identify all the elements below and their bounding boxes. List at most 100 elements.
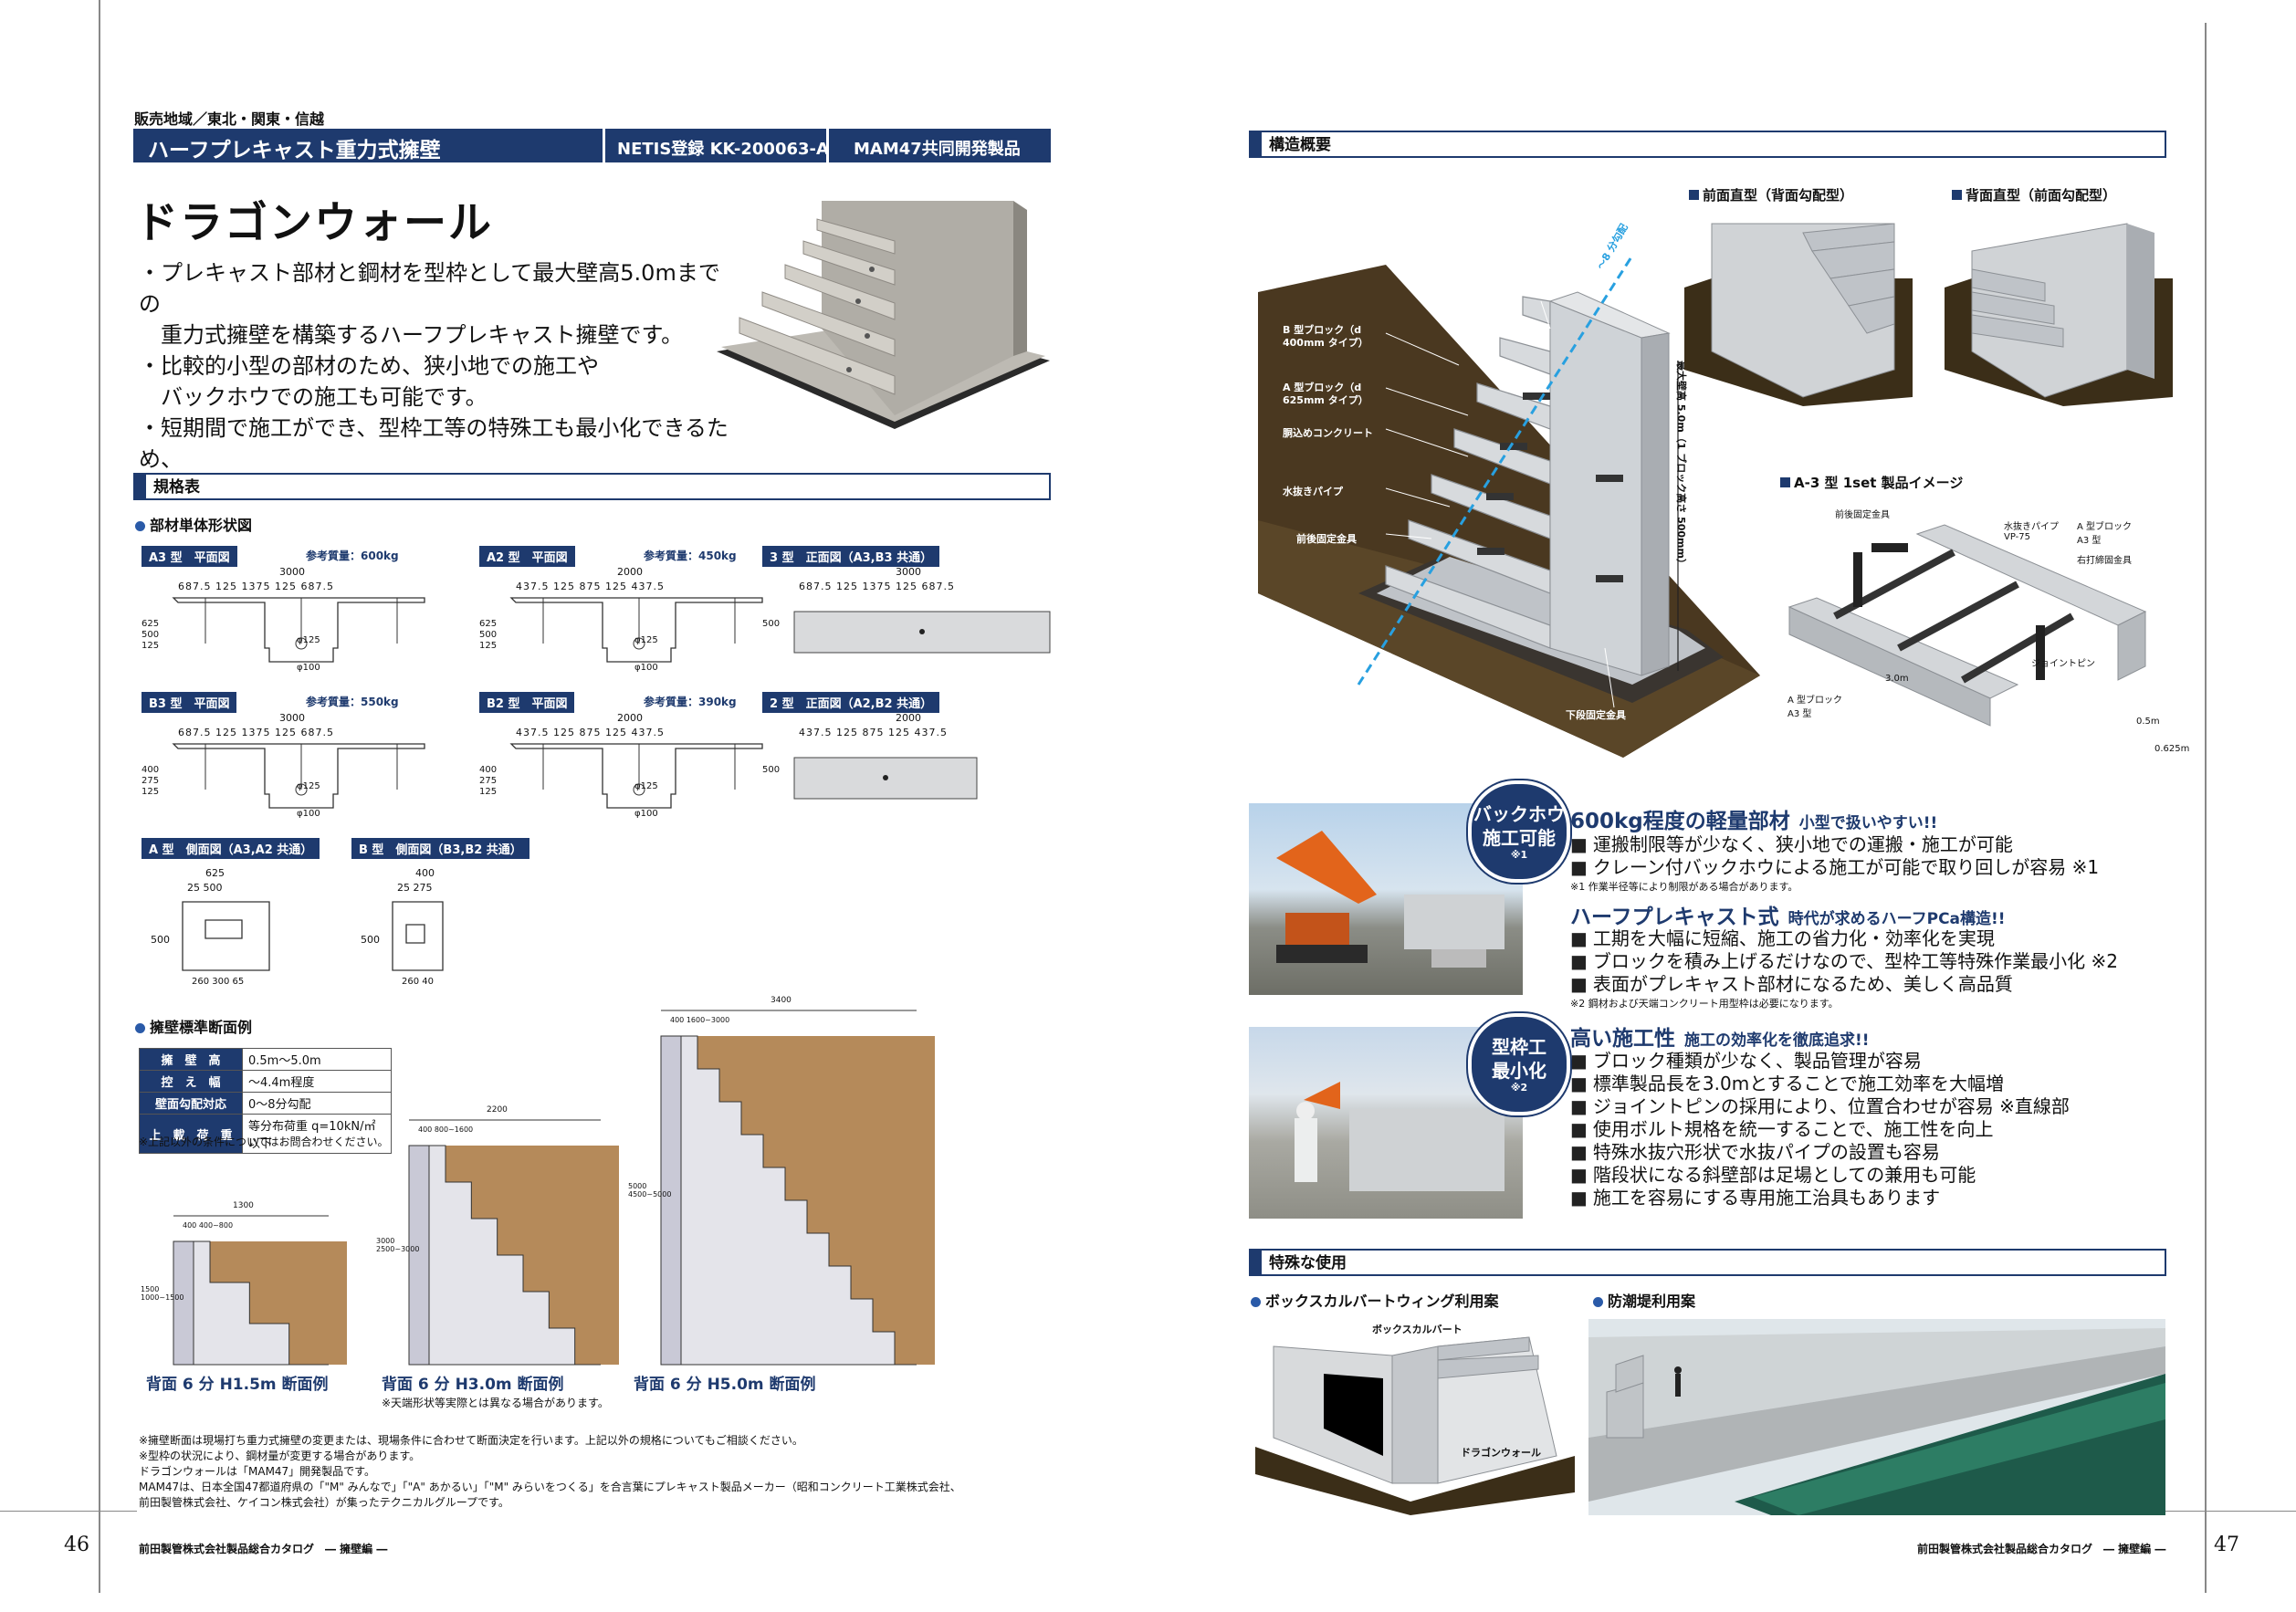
backhoe-badge: バックホウ 施工可能 ※1 — [1468, 780, 1570, 883]
region-label: 販売地域／東北・関東・信越 — [134, 110, 325, 128]
diagram-label: 前後固定金具 — [1296, 533, 1357, 545]
left-margin-line — [99, 0, 100, 1593]
footnote: MAM47は、日本全国47都道府県の「"M" みんなで」「"A" あかるい」「"… — [139, 1481, 961, 1493]
drawing-tag: 3 型 正面図（A3,B3 共通） — [762, 546, 940, 567]
feature-subtitle: 小型で扱いやすい!! — [1798, 814, 1938, 832]
side-view-top: 400 — [415, 867, 435, 879]
spec-value: ～4.4m程度 — [242, 1070, 392, 1093]
drawing-dims: 687.5 125 1375 125 687.5 — [799, 581, 955, 592]
side-view-outline — [392, 901, 444, 971]
cross-section — [660, 1010, 935, 1366]
side-view-tag: B 型 側面図（B3,B2 共通） — [351, 838, 529, 859]
shape-note: ※天端形状等実際とは異なる場合があります。 — [382, 1397, 609, 1409]
feature-item: 工期を大幅に短縮、施工の省力化・効率化を実現 — [1570, 927, 2118, 950]
drawing-tag: B3 型 平面図 — [142, 692, 237, 713]
set-title: A-3 型 1set 製品イメージ — [1780, 473, 1963, 492]
netis-label: NETIS登録 KK-200063-A — [617, 140, 829, 159]
drawing-outline — [172, 597, 425, 663]
drawing-bolt: φ100 — [634, 663, 658, 673]
feature-subtitle: 時代が求めるハーフPCa構造!! — [1788, 910, 2006, 928]
set-title-text: A-3 型 1set 製品イメージ — [1794, 475, 1964, 491]
drawing-dims: 437.5 125 875 125 437.5 — [516, 727, 665, 738]
set-label: 0.625m — [2154, 744, 2190, 754]
drawing-total-width: 3000 — [896, 566, 921, 578]
feature-item: 運搬制限等が少なく、狭小地での運搬・施工が可能 — [1570, 833, 2099, 856]
drawing-tag: A3 型 平面図 — [142, 546, 237, 567]
side-view-bottom: 260 300 65 — [192, 977, 245, 987]
formwork-badge: 型枠工 最小化 ※2 — [1468, 1013, 1570, 1115]
feature-title: 高い施工性施工の効率化を徹底追求!! — [1570, 1021, 1870, 1052]
drawing-total-width: 3000 — [279, 566, 305, 578]
drawing-bolt: φ100 — [634, 809, 658, 819]
drawing-weight: 参考質量：600kg — [306, 550, 399, 562]
side-view-bottom: 260 40 — [402, 977, 434, 987]
cross-section — [173, 1215, 347, 1366]
right-margin-line — [2205, 23, 2207, 1593]
page-number-left: 46 — [64, 1533, 89, 1556]
badge-text: バックホウ — [1473, 803, 1565, 825]
structure-3d-diagram — [1258, 255, 1760, 758]
drawing-side-dims: 500 — [762, 619, 781, 629]
front-type-image — [1684, 223, 1913, 406]
spec-value: 0.5m～5.0m — [242, 1048, 392, 1071]
front-type-text: 前面直型（背面勾配型） — [1703, 187, 1854, 204]
bullet-line: 重力式擁壁を構築するハーフプレキャスト擁壁です。 — [139, 322, 684, 348]
std-section-subheader: 擁壁標準断面例 — [135, 1015, 252, 1037]
badge-note: ※2 — [1510, 1082, 1528, 1094]
spec-key: 壁面勾配対応 — [139, 1092, 243, 1115]
feature-item: クレーン付バックホウによる施工が可能で取り回しが容易 ※1 — [1570, 856, 2099, 879]
section-sub-dims: 400 400~800 — [183, 1221, 234, 1230]
footnote: ※型枠の状況により、鋼材量が変更する場合があります。 — [139, 1450, 421, 1462]
hero-wall-image — [717, 201, 1050, 429]
right-bottom-rule — [2159, 1511, 2296, 1512]
feature-note: ※1 作業半径等により制限がある場合があります。 — [1570, 881, 1798, 893]
drawing-weight: 参考質量：390kg — [644, 696, 737, 708]
back-type-image — [1945, 223, 2173, 406]
drawing-outline — [509, 743, 763, 809]
drawing-dims: 437.5 125 875 125 437.5 — [799, 727, 948, 738]
feature-list: 工期を大幅に短縮、施工の省力化・効率化を実現 ブロックを積み上げるだけなので、型… — [1570, 927, 2118, 1010]
cross-section — [408, 1119, 619, 1366]
section-caption: 背面 6 分 H5.0m 断面例 — [634, 1376, 816, 1394]
section-width: 1300 — [233, 1201, 254, 1210]
feature-item: ブロックを積み上げるだけなので、型枠工等特殊作業最小化 ※2 — [1570, 950, 2118, 973]
bullet-line: ・短期間で施工ができ、型枠工等の特殊工も最小化できるため、 — [139, 415, 729, 472]
section-width: 2200 — [487, 1105, 508, 1115]
feature-list: 運搬制限等が少なく、狭小地での運搬・施工が可能 クレーン付バックホウによる施工が… — [1570, 833, 2099, 894]
special-section-header: 特殊な使用 — [1249, 1249, 2166, 1276]
badge-text: 施工可能 — [1483, 827, 1556, 849]
workers-photo — [1249, 1027, 1523, 1219]
spec-value: 0～8分勾配 — [242, 1092, 392, 1115]
feature-item: ブロック種類が少なく、製品管理が容易 — [1570, 1050, 2070, 1073]
feature-list: ブロック種類が少なく、製品管理が容易 標準製品長を3.0mとすることで施工効率を… — [1570, 1050, 2070, 1209]
seawall-image — [1588, 1319, 2165, 1515]
band-divider-1 — [603, 129, 605, 162]
side-view-side: 500 — [361, 934, 380, 946]
feature-title-text: 高い施工性 — [1570, 1027, 1675, 1051]
feature-item: 特殊水抜穴形状で水抜パイプの設置も容易 — [1570, 1141, 2070, 1164]
set-label: 3.0m — [1885, 674, 1909, 684]
part-drawing: 3 型 正面図（A3,B3 共通）3000 687.5 125 1375 125 … — [762, 546, 1054, 654]
spec-section-header: 規格表 — [133, 473, 1051, 500]
diagram-label: A 型ブロック（d 625mm タイプ） — [1283, 382, 1368, 406]
drawing-outline — [793, 757, 978, 800]
drawing-side-dims: 625 500 125 — [479, 619, 498, 651]
badge-text: 型枠工 — [1492, 1036, 1546, 1058]
set-label: A 型ブロック A3 型 — [2077, 522, 2133, 546]
special-subheader-culvert: ボックスカルバートウィング利用案 — [1251, 1289, 1499, 1311]
feature-title-text: 600kg程度の軽量部材 — [1570, 810, 1790, 833]
side-view-outline — [182, 901, 270, 971]
section-caption: 背面 6 分 H3.0m 断面例 — [382, 1376, 564, 1394]
drawing-tag: A2 型 平面図 — [479, 546, 575, 567]
spec-key: 控 え 幅 — [139, 1070, 243, 1093]
footer-right: 前田製管株式会社製品総合カタログ ― 擁壁編 ― — [1917, 1543, 2166, 1555]
drawing-weight: 参考質量：450kg — [644, 550, 737, 562]
culvert-label: ボックスカルバート — [1372, 1324, 1463, 1335]
section-width: 3400 — [771, 996, 792, 1005]
